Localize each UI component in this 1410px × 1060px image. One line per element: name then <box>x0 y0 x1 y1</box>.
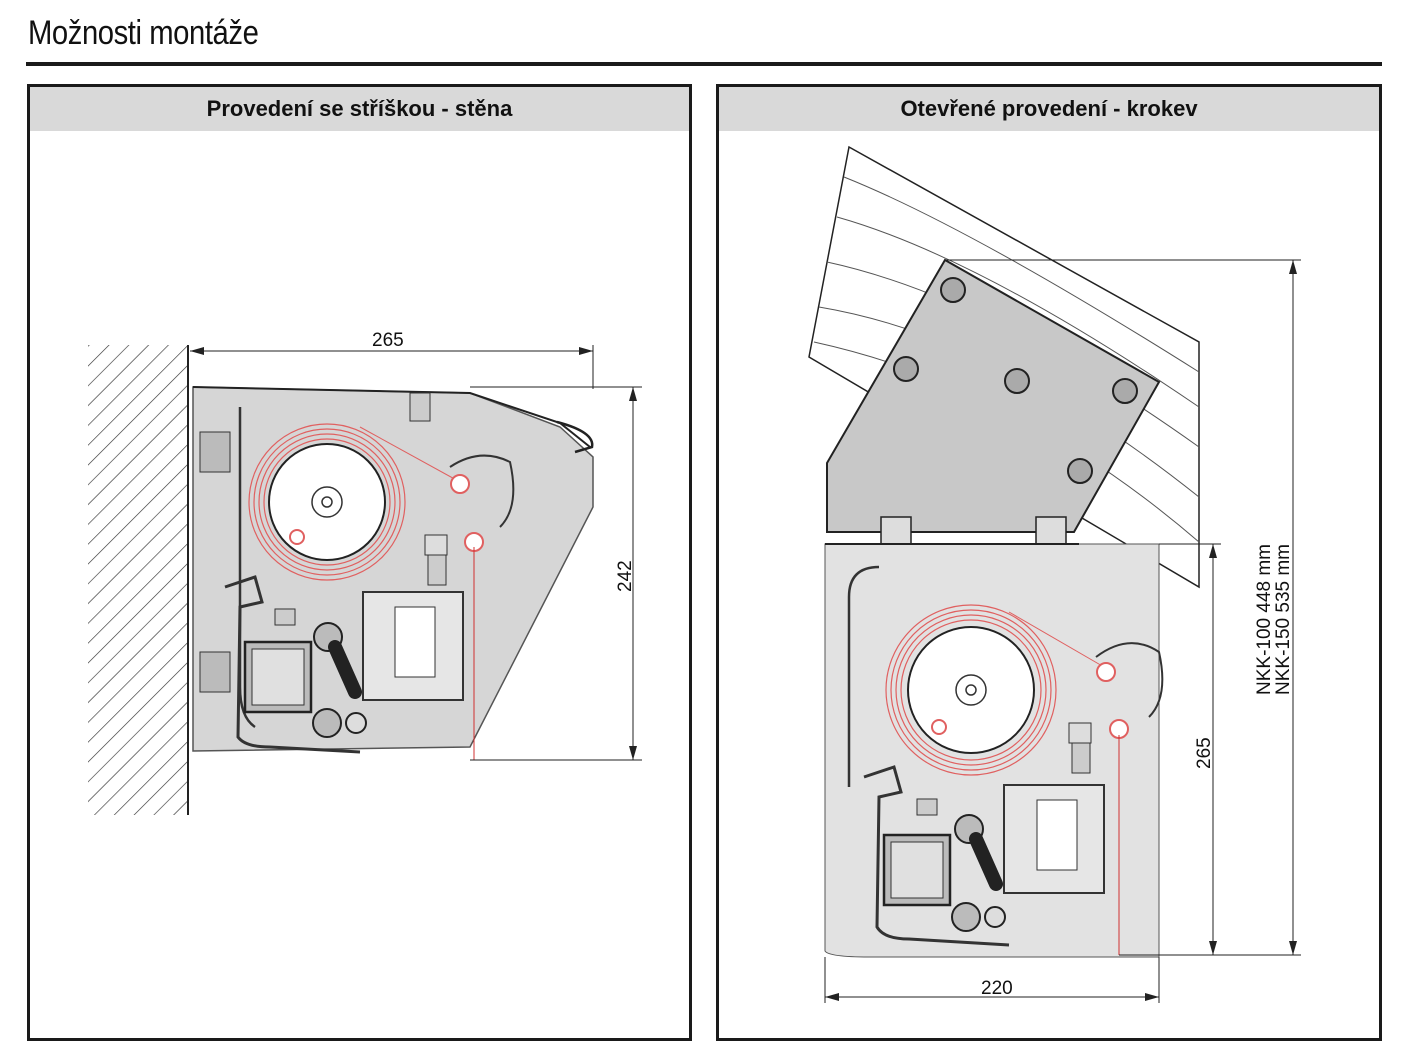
panel-header-rafter: Otevřené provedení - krokev <box>719 87 1379 131</box>
awning-housing-open <box>824 543 1160 958</box>
wall-hatching <box>88 345 189 815</box>
spring-roller-open <box>885 604 1105 776</box>
arm-mechanism <box>224 454 515 760</box>
dimension-lines-right <box>824 259 1301 1003</box>
model-label-nkk100: NKK-100 448 mm <box>1254 544 1275 695</box>
dimension-lines-left <box>190 345 642 761</box>
dim-width-label-right: 220 <box>981 978 1013 999</box>
wall-mount-diagram: 265 242 <box>88 330 642 815</box>
panel-rafter-mount: Otevřené provedení - krokev <box>716 84 1382 1041</box>
dim-height-label-right: 265 <box>1194 737 1215 769</box>
rafter-mount-diagram: 220 265 NKK-100 448 mm NKK-150 535 mm <box>808 145 1301 1003</box>
dim-height-label-left: 242 <box>615 560 636 592</box>
panel-header-wall: Provedení se stříškou - stěna <box>30 87 689 131</box>
spring-roller <box>248 423 461 581</box>
model-label-nkk150: NKK-150 535 mm <box>1273 544 1294 695</box>
panel-wall-mount: Provedení se stříškou - stěna <box>27 84 692 1041</box>
dim-width-label-left: 265 <box>372 330 404 351</box>
arm-mechanism-open <box>863 642 1164 955</box>
title-rule <box>26 62 1382 66</box>
page-title: Možnosti montáže <box>28 14 259 52</box>
